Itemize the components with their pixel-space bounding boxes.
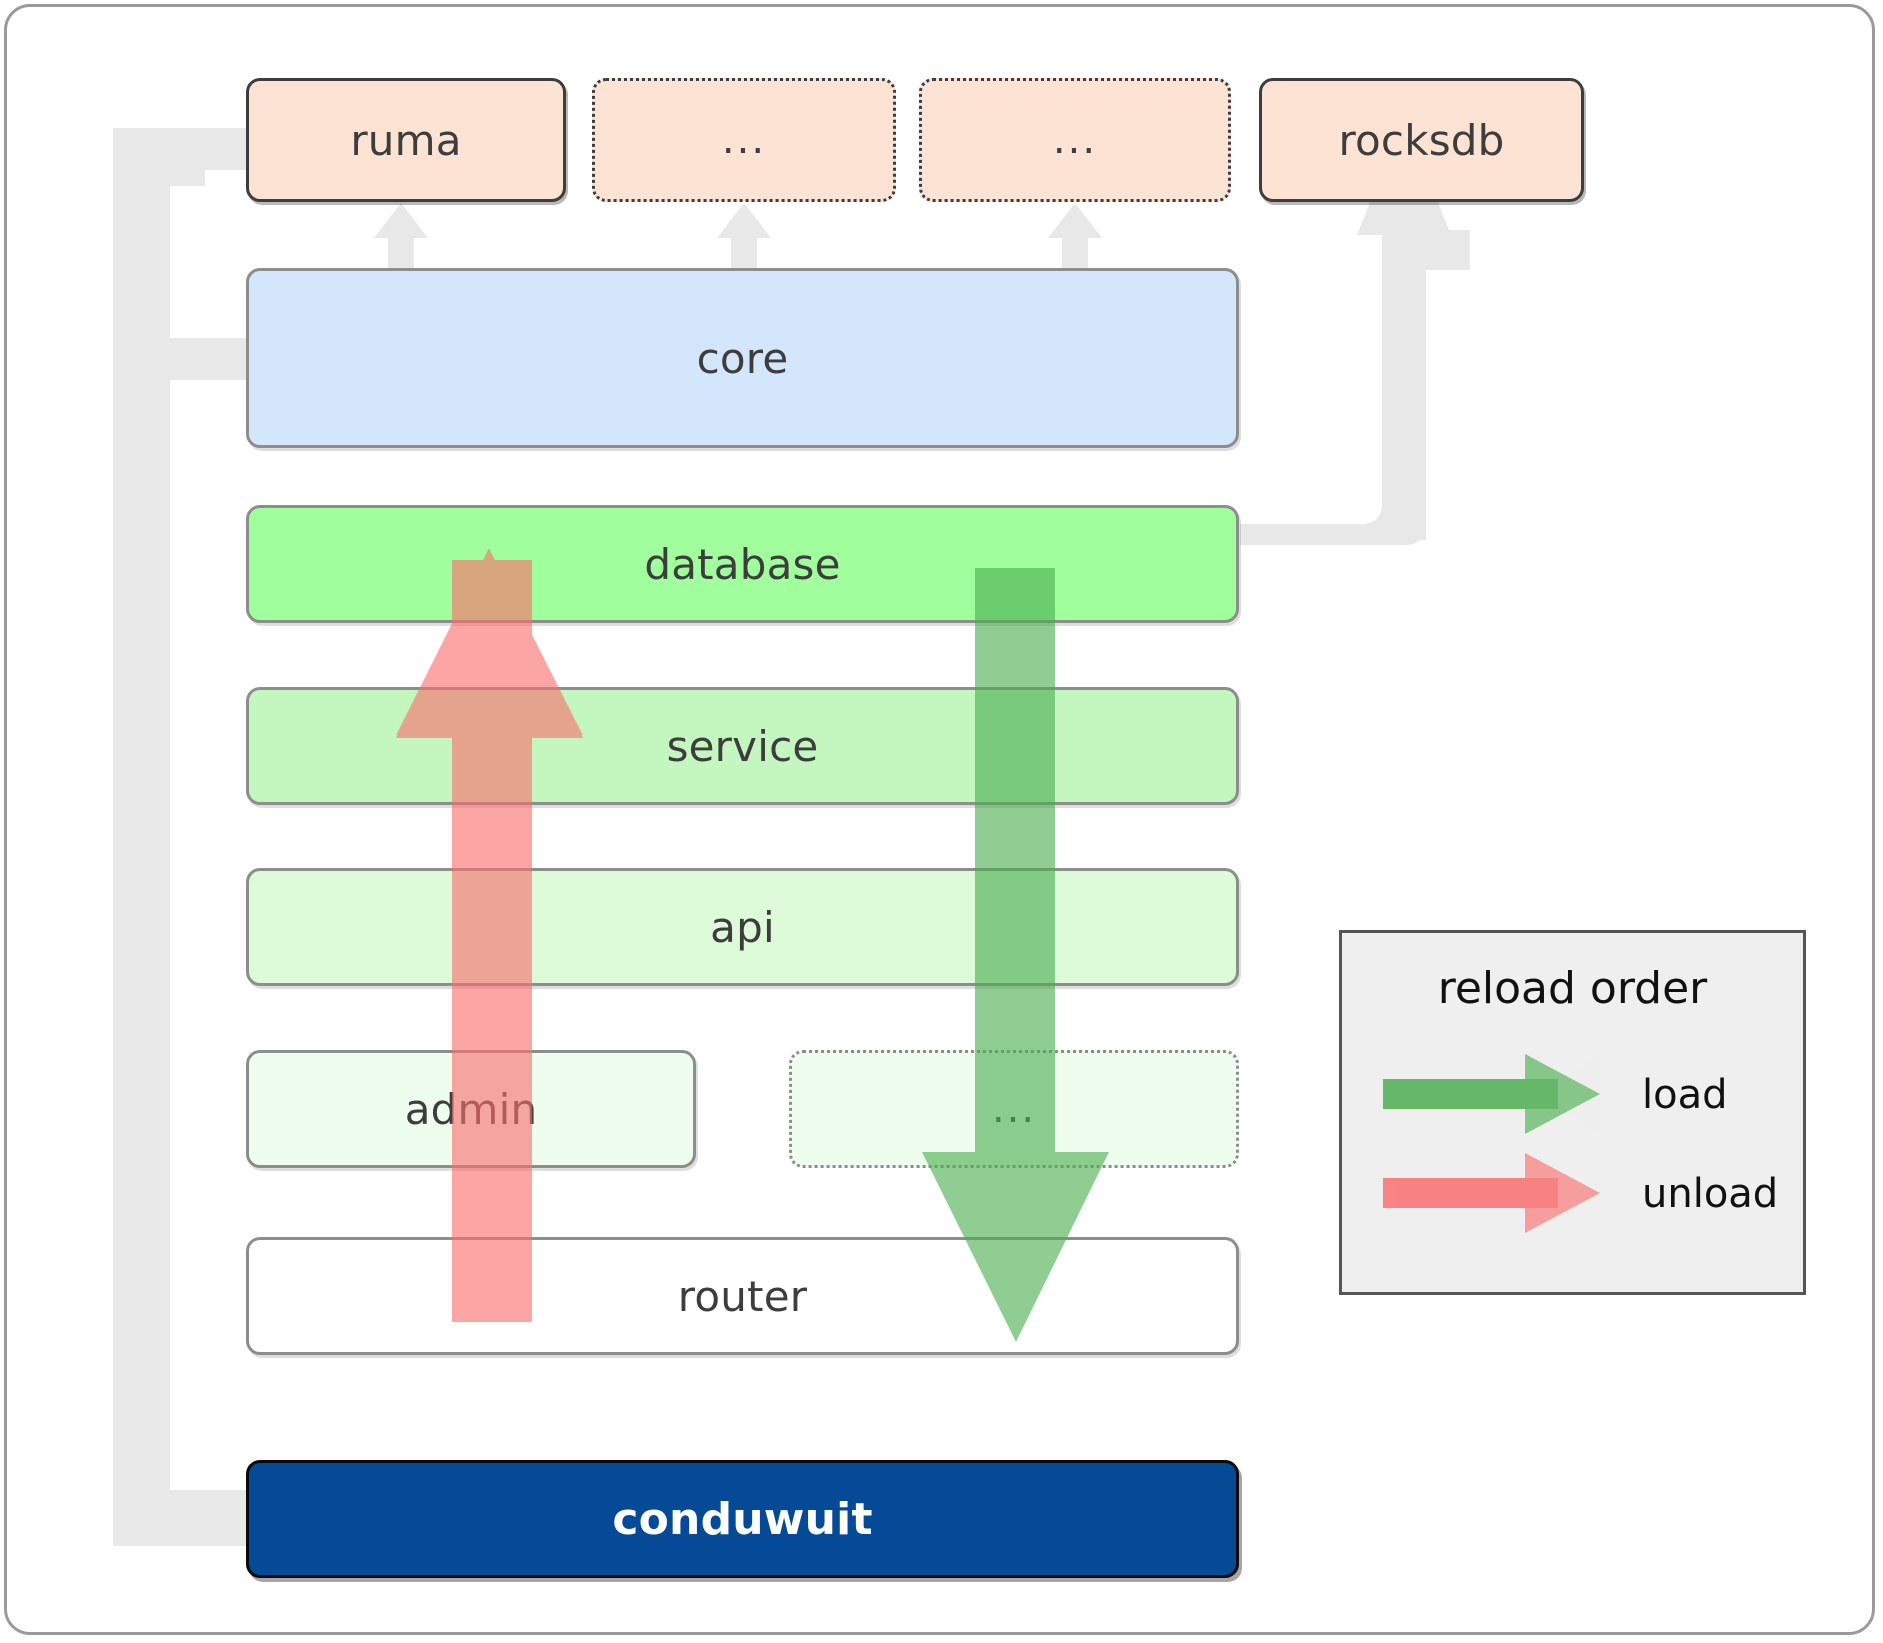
layer-label: router	[677, 1271, 808, 1321]
dependency-box-rocksdb[interactable]: rocksdb	[1259, 78, 1584, 202]
dependency-label: ruma	[350, 115, 462, 165]
legend-arrow-swatches	[1383, 1054, 1600, 1233]
layer-box-admin[interactable]: admin	[246, 1050, 696, 1168]
layer-label: core	[696, 333, 789, 383]
dependency-label: ...	[1052, 117, 1098, 163]
layer-box-database[interactable]: database	[246, 505, 1239, 623]
legend-title: reload order	[1437, 963, 1708, 1014]
layer-label: ...	[991, 1086, 1037, 1132]
dependency-label: rocksdb	[1338, 115, 1505, 165]
legend-unload-swatch	[1383, 1153, 1600, 1233]
layer-label: admin	[404, 1084, 538, 1134]
layer-box-core[interactable]: core	[246, 268, 1239, 448]
layer-box-router[interactable]: router	[246, 1237, 1239, 1355]
legend-label-load: load	[1642, 1072, 1728, 1118]
legend-load-swatch	[1383, 1054, 1600, 1134]
diagram-frame	[4, 4, 1875, 1635]
root-box-conduwuit[interactable]: conduwuit	[246, 1460, 1239, 1578]
root-label: conduwuit	[612, 1493, 873, 1545]
dependency-label: ...	[721, 117, 767, 163]
layer-box-more[interactable]: ...	[789, 1050, 1239, 1168]
dependency-box-more-1[interactable]: ...	[592, 78, 896, 202]
legend-label-unload: unload	[1642, 1171, 1779, 1217]
layer-box-api[interactable]: api	[246, 868, 1239, 986]
dependency-box-ruma[interactable]: ruma	[246, 78, 566, 202]
legend-panel: reload order load unload	[1339, 930, 1806, 1295]
layer-label: database	[644, 539, 841, 589]
layer-label: api	[710, 902, 775, 952]
layer-box-service[interactable]: service	[246, 687, 1239, 805]
layer-label: service	[666, 721, 819, 771]
dependency-box-more-2[interactable]: ...	[919, 78, 1231, 202]
